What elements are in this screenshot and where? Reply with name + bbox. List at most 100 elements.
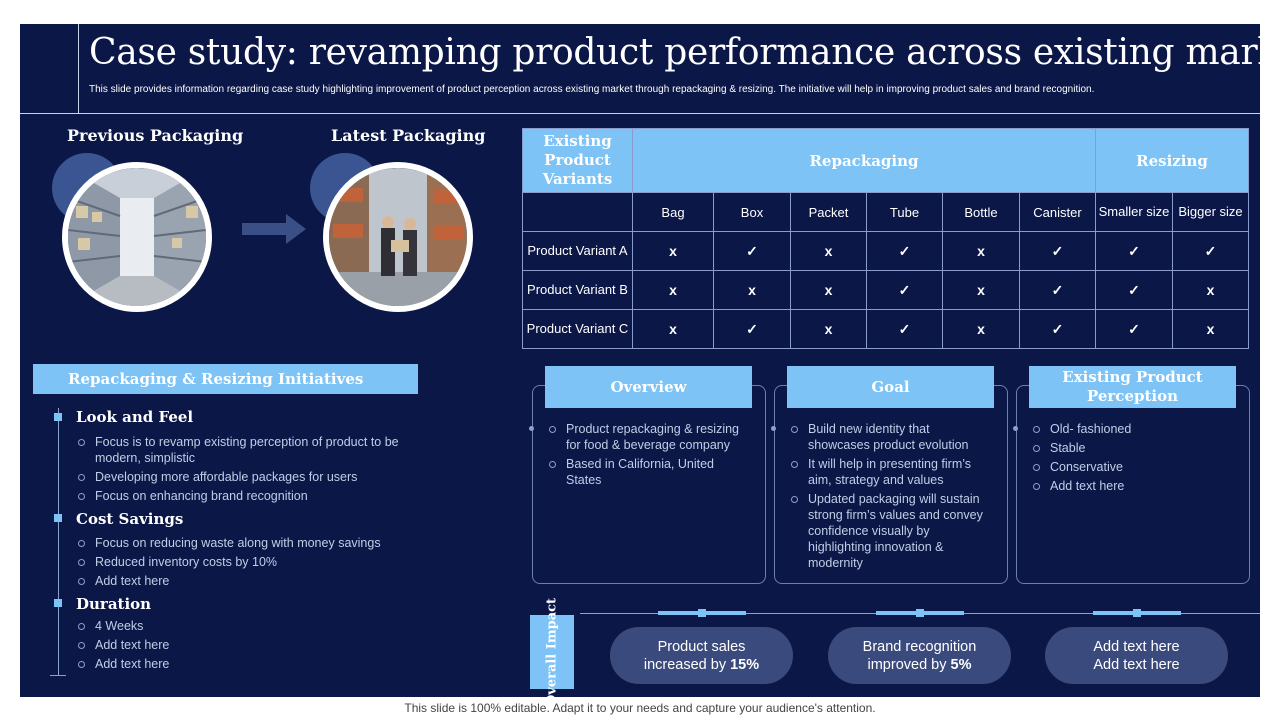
table-cell: x [1172,309,1249,349]
overall-impact-label-box: Overall Impact [530,598,574,697]
column-header: Bottle [942,192,1020,232]
table-row: Product Variant C x ✓ x ✓ x ✓ ✓ x [522,309,1249,349]
list-item: 4 Weeks [76,618,426,634]
table-cell: x [632,231,714,271]
table-row: Product Variant B x x x ✓ x ✓ ✓ x [522,270,1249,310]
table-row: Product Variant A x ✓ x ✓ x ✓ ✓ ✓ [522,231,1249,271]
table-corner-cell [522,192,633,232]
list-item: Focus is to revamp existing perception o… [76,434,426,466]
table-cell: ✓ [1172,231,1249,271]
previous-packaging-image [62,162,212,312]
section-title-cost-savings: Cost Savings [76,510,184,528]
initiatives-header: Repackaging & Resizing Initiatives [33,364,418,394]
initiatives-timeline [58,408,59,676]
overview-connector-dot [529,426,534,431]
title-divider-vertical [78,24,79,113]
pill-line-2: Add text here [1093,656,1180,673]
list-item: Focus on enhancing brand recognition [76,488,426,504]
list-item: Product repackaging & resizing for food … [547,421,747,453]
column-header: Smaller size [1095,192,1173,232]
list-item: Old- fashioned [1031,421,1231,437]
pill-line-1: Add text here [1093,638,1180,655]
row-label: Product Variant A [522,231,633,271]
list-item: Add text here [76,656,426,672]
latest-packaging-label: Latest Packaging [331,126,486,145]
overview-list: Product repackaging & resizing for food … [547,421,747,491]
slide: Case study: revamping product performanc… [20,24,1260,697]
list-item: Conservative [1031,459,1231,475]
table-cell: x [790,309,867,349]
list-item: Based in California, United States [547,456,747,488]
page-subtitle: This slide provides information regardin… [89,84,1095,95]
section-title-look-and-feel: Look and Feel [76,408,194,426]
packaging-table: Existing Product Variants Repackaging Re… [522,128,1249,349]
table-cell: x [790,270,867,310]
table-cell: ✓ [866,231,943,271]
list-item: Updated packaging will sustain strong fi… [789,491,994,571]
initiatives-timeline-end [50,675,66,676]
impact-node [916,609,924,617]
latest-packaging-image [323,162,473,312]
timeline-marker-cost-savings [54,514,62,522]
table-cell: x [942,309,1020,349]
list-item: Add text here [76,637,426,653]
table-cell: x [942,231,1020,271]
pill-line-2: increased by 15% [643,656,760,673]
table-cell: ✓ [866,270,943,310]
table-cell: ✓ [713,231,791,271]
row-label: Product Variant C [522,309,633,349]
list-item: Reduced inventory costs by 10% [76,554,426,570]
table-cell: ✓ [1095,309,1173,349]
column-header: Bag [632,192,714,232]
section-title-duration: Duration [76,595,152,613]
column-header: Tube [866,192,943,232]
table-header-resizing: Resizing [1095,128,1249,193]
table-cell: ✓ [1019,309,1096,349]
table-cell: ✓ [866,309,943,349]
arrow-right-icon [242,214,306,244]
row-label: Product Variant B [522,270,633,310]
column-header: Canister [1019,192,1096,232]
timeline-marker-look-and-feel [54,413,62,421]
list-item: Developing more affordable packages for … [76,469,426,485]
goal-connector-dot [771,426,776,431]
list-item: Add text here [1031,478,1231,494]
goal-title: Goal [787,366,994,408]
cost-savings-list: Focus on reducing waste along with money… [76,535,426,592]
table-header-variants: Existing Product Variants [522,128,633,193]
pill-line-1: Brand recognition [862,638,977,655]
table-cell: x [632,270,714,310]
column-header: Packet [790,192,867,232]
overview-title: Overview [545,366,752,408]
pill-line-2: improved by 5% [867,656,972,673]
perception-title: Existing Product Perception [1029,366,1236,408]
list-item: Focus on reducing waste along with money… [76,535,426,551]
previous-packaging-label: Previous Packaging [67,126,244,145]
perception-connector-dot [1013,426,1018,431]
column-header: Box [713,192,791,232]
list-item: Build new identity that showcases produc… [789,421,994,453]
page-title: Case study: revamping product performanc… [89,32,1260,73]
impact-node [698,609,706,617]
table-cell: ✓ [1019,270,1096,310]
duration-list: 4 Weeks Add text here Add text here [76,618,426,675]
table-cell: ✓ [713,309,791,349]
goal-list: Build new identity that showcases produc… [789,421,994,574]
slide-footer-note: This slide is 100% editable. Adapt it to… [404,701,876,715]
impact-node [1133,609,1141,617]
impact-pill-brand: Brand recognition improved by 5% [828,627,1011,684]
overall-impact-label: Overall Impact [544,597,560,697]
table-cell: x [1172,270,1249,310]
table-cell: x [632,309,714,349]
pill-line-1: Product sales [657,638,746,655]
table-cell: x [790,231,867,271]
list-item: Add text here [76,573,426,589]
look-and-feel-list: Focus is to revamp existing perception o… [76,434,426,507]
impact-pill-placeholder: Add text here Add text here [1045,627,1228,684]
table-cell: ✓ [1019,231,1096,271]
impact-pill-sales: Product sales increased by 15% [610,627,793,684]
table-cell: ✓ [1095,231,1173,271]
perception-list: Old- fashioned Stable Conservative Add t… [1031,421,1231,497]
table-header-repackaging: Repackaging [632,128,1096,193]
column-header: Bigger size [1172,192,1249,232]
